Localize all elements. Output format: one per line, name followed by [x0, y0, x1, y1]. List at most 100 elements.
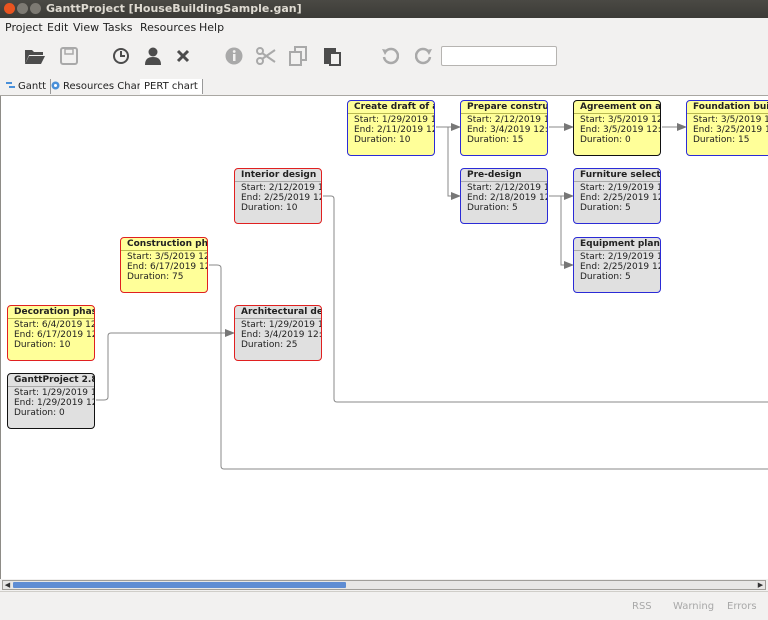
pert-node-ganttproject-root[interactable]: GanttProject 2.8.. Start: 1/29/2019 12:0…	[7, 373, 95, 429]
menu-help[interactable]: Help	[199, 21, 225, 34]
node-title: Decoration phas..	[8, 306, 94, 319]
scroll-left-arrow-icon[interactable]: ◀	[4, 581, 11, 589]
search-input[interactable]	[441, 46, 557, 66]
pert-node-agreement[interactable]: Agreement on a.. Start: 3/5/2019 12:00 E…	[573, 100, 661, 156]
node-start: Start: 2/12/2019 12:00	[241, 183, 321, 193]
undo-icon[interactable]	[376, 42, 404, 70]
node-duration: Duration: 15	[467, 135, 524, 145]
scrollbar-thumb[interactable]	[13, 582, 346, 588]
node-start: Start: 3/5/2019 12:00	[127, 252, 207, 262]
cut-scissors-icon[interactable]	[252, 42, 280, 70]
tab-resources-label: Resources Chart	[63, 81, 145, 92]
scroll-right-arrow-icon[interactable]: ▶	[757, 581, 764, 589]
node-duration: Duration: 5	[580, 203, 631, 213]
node-duration: Duration: 10	[14, 340, 71, 350]
pert-node-foundation[interactable]: Foundation buil.. Start: 3/5/2019 12:00 …	[686, 100, 768, 156]
redo-icon[interactable]	[410, 42, 438, 70]
info-icon[interactable]	[220, 42, 248, 70]
edge-project-architectural	[96, 329, 235, 401]
status-rss[interactable]: RSS	[632, 601, 652, 612]
node-title: Architectural de..	[235, 306, 321, 319]
node-start: Start: 1/29/2019 12:00	[354, 115, 434, 125]
paste-icon[interactable]	[318, 42, 346, 70]
node-duration: Duration: 5	[580, 272, 631, 282]
pert-node-decoration-phase[interactable]: Decoration phas.. Start: 6/4/2019 12:00 …	[7, 305, 95, 361]
node-end: End: 3/25/2019 12:00	[693, 125, 768, 135]
title-bar: GanttProject [HouseBuildingSample.gan]	[0, 0, 768, 18]
node-start: Start: 2/19/2019 12:00	[580, 252, 660, 262]
menu-view[interactable]: View	[73, 21, 100, 34]
window-title: GanttProject [HouseBuildingSample.gan]	[46, 2, 302, 15]
pert-chart-canvas[interactable]: Create draft of a.. Start: 1/29/2019 12:…	[0, 96, 768, 579]
edge-predesign-equipment	[560, 196, 574, 269]
tab-gantt[interactable]: Gantt	[2, 79, 52, 94]
node-start: Start: 3/5/2019 12:00	[693, 115, 768, 125]
node-duration: Duration: 15	[693, 135, 750, 145]
menu-bar: Project Edit View Tasks Resources Help	[0, 18, 768, 37]
dependency-lines	[96, 123, 768, 470]
copy-icon[interactable]	[284, 42, 312, 70]
edge-draft-predesign	[447, 127, 461, 200]
save-icon[interactable]	[55, 42, 83, 70]
menu-project[interactable]: Project	[5, 21, 43, 34]
node-duration: Duration: 10	[241, 203, 298, 213]
node-duration: Duration: 5	[467, 203, 518, 213]
node-start: Start: 1/29/2019 12:00	[14, 388, 94, 398]
node-end: End: 2/11/2019 12:00	[354, 125, 434, 135]
horizontal-scrollbar[interactable]: ◀ ▶	[2, 580, 766, 590]
node-duration: Duration: 25	[241, 340, 298, 350]
node-end: End: 3/4/2019 12:00	[467, 125, 548, 135]
node-duration: Duration: 10	[354, 135, 411, 145]
pert-node-pre-design[interactable]: Pre-design Start: 2/12/2019 12:00 End: 2…	[460, 168, 548, 224]
node-start: Start: 1/29/2019 12:00	[241, 320, 321, 330]
node-end: End: 1/29/2019 12:00	[14, 398, 94, 408]
status-bar: RSS Warning Errors	[0, 591, 768, 620]
minimize-window-icon[interactable]	[17, 3, 28, 14]
tab-resources-chart[interactable]: Resources Chart	[47, 79, 150, 94]
node-title: Create draft of a..	[348, 101, 434, 114]
menu-edit[interactable]: Edit	[47, 21, 69, 34]
node-end: End: 2/18/2019 12:00	[467, 193, 547, 203]
node-end: End: 6/17/2019 12:00	[14, 330, 94, 340]
node-end: End: 2/25/2019 12:00	[580, 262, 660, 272]
node-title: Furniture select..	[574, 169, 660, 182]
open-folder-icon[interactable]	[21, 42, 49, 70]
pert-node-architectural-design[interactable]: Architectural de.. Start: 1/29/2019 12:0…	[234, 305, 322, 361]
edge-construction-offscreen	[209, 264, 768, 470]
view-tabs: Gantt Resources Chart PERT chart	[0, 78, 768, 96]
pert-node-equipment-planning[interactable]: Equipment plan... Start: 2/19/2019 12:00…	[573, 237, 661, 293]
pert-node-interior-design[interactable]: Interior design Start: 2/12/2019 12:00 E…	[234, 168, 322, 224]
node-start: Start: 2/19/2019 12:00	[580, 183, 660, 193]
delete-x-icon[interactable]	[169, 42, 197, 70]
history-clock-icon[interactable]	[107, 42, 135, 70]
menu-tasks[interactable]: Tasks	[103, 21, 133, 34]
pert-node-create-draft[interactable]: Create draft of a.. Start: 1/29/2019 12:…	[347, 100, 435, 156]
user-icon[interactable]	[139, 42, 167, 70]
edge-interior-offscreen	[323, 195, 768, 403]
pert-node-prepare-construction[interactable]: Prepare constru... Start: 2/12/2019 12:0…	[460, 100, 548, 156]
tab-gantt-label: Gantt	[18, 81, 47, 92]
toolbar	[0, 37, 768, 77]
status-warning[interactable]: Warning	[673, 601, 715, 612]
node-title: Equipment plan...	[574, 238, 660, 251]
pert-node-furniture-selection[interactable]: Furniture select.. Start: 2/19/2019 12:0…	[573, 168, 661, 224]
node-start: Start: 2/12/2019 12:00	[467, 183, 547, 193]
node-title: GanttProject 2.8..	[8, 374, 94, 387]
maximize-window-icon[interactable]	[30, 3, 41, 14]
close-window-icon[interactable]	[4, 3, 15, 14]
node-title: Interior design	[235, 169, 321, 182]
node-title: Foundation buil..	[687, 101, 768, 114]
node-end: End: 3/4/2019 12:00	[241, 330, 322, 340]
tab-pert-chart[interactable]: PERT chart	[140, 79, 203, 94]
node-end: End: 2/25/2019 12:00	[241, 193, 321, 203]
node-end: End: 6/17/2019 12:00	[127, 262, 207, 272]
pert-node-construction-phase[interactable]: Construction ph.. Start: 3/5/2019 12:00 …	[120, 237, 208, 293]
node-start: Start: 3/5/2019 12:00	[580, 115, 660, 125]
node-start: Start: 6/4/2019 12:00	[14, 320, 94, 330]
status-errors[interactable]: Errors	[727, 601, 757, 612]
node-duration: Duration: 75	[127, 272, 184, 282]
node-duration: Duration: 0	[14, 408, 65, 418]
node-end: End: 3/5/2019 12:00	[580, 125, 661, 135]
menu-resources[interactable]: Resources	[140, 21, 197, 34]
node-title: Pre-design	[461, 169, 547, 182]
